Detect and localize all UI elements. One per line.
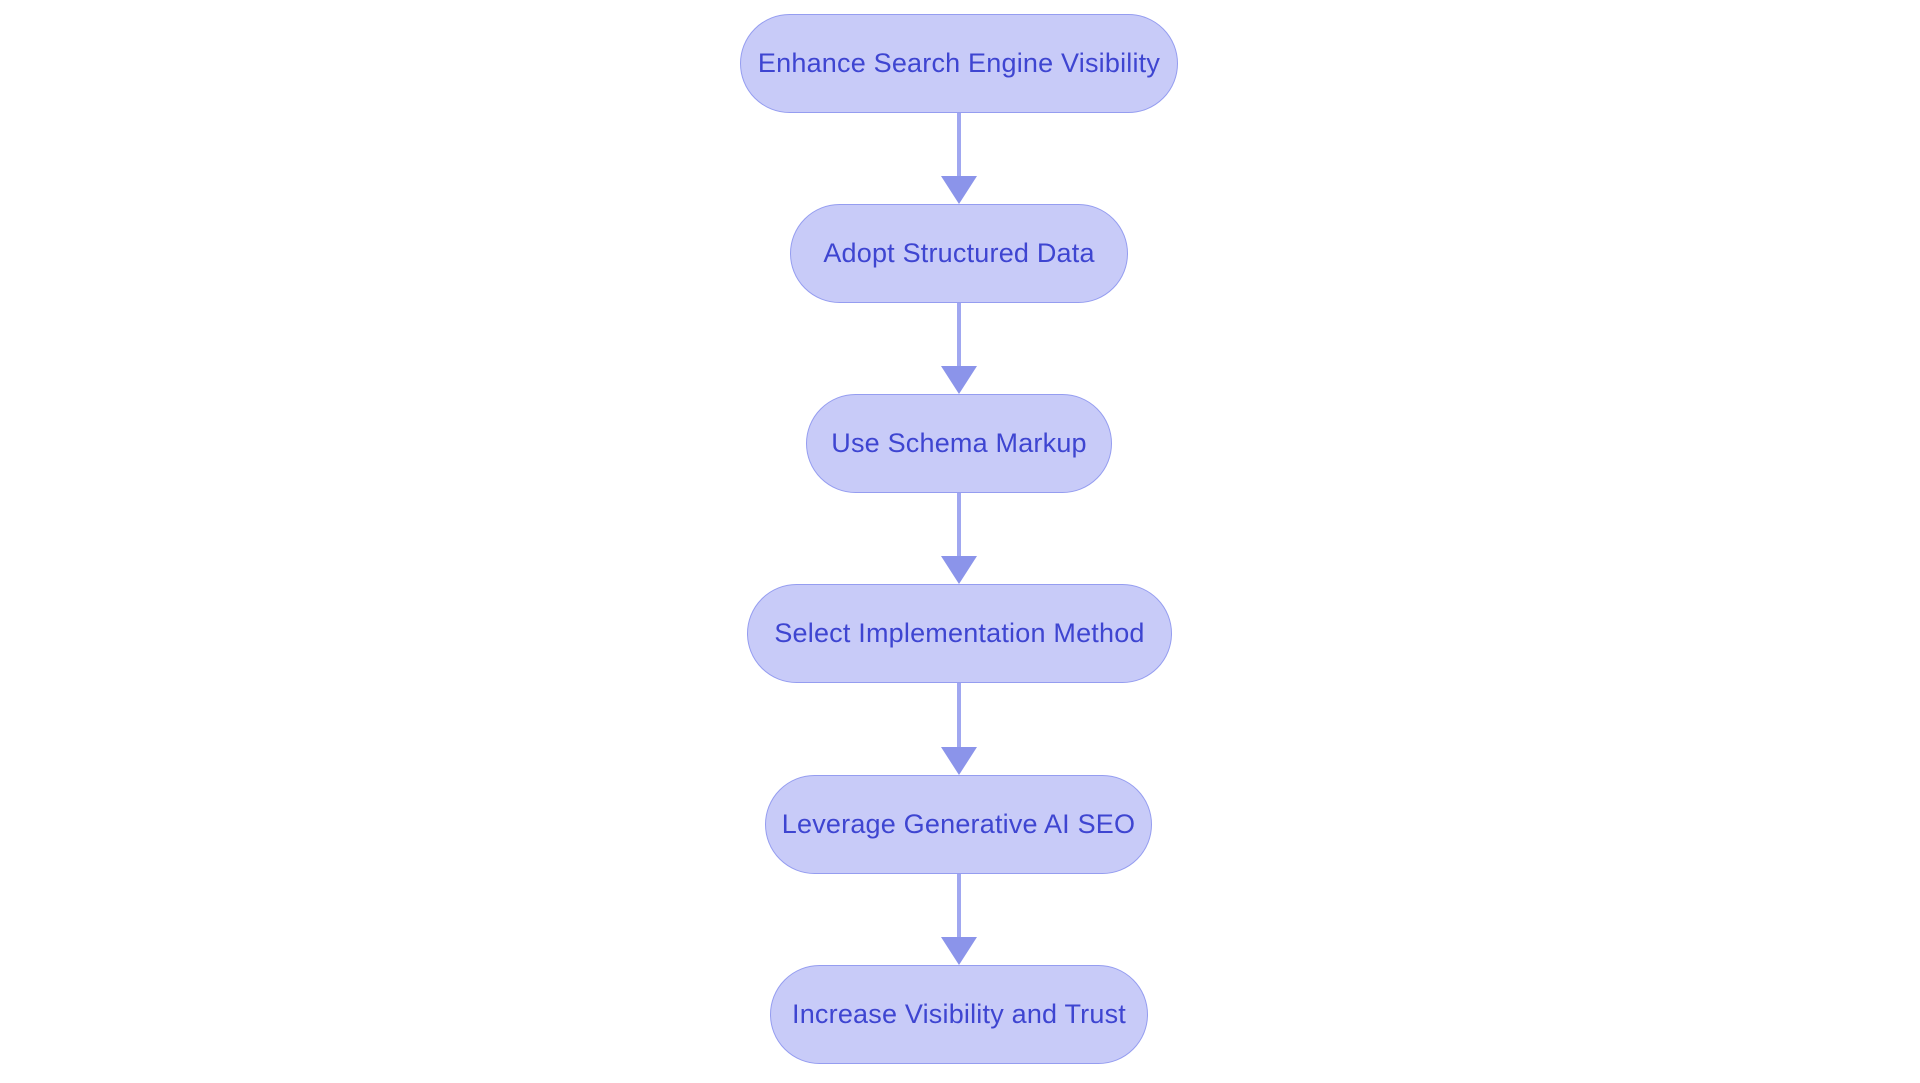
flow-arrow-5 — [941, 874, 977, 965]
flow-node-label: Adopt Structured Data — [823, 238, 1095, 268]
arrow-down-icon — [941, 366, 977, 394]
flow-node-label: Leverage Generative AI SEO — [781, 809, 1136, 839]
flow-arrow-2 — [941, 303, 977, 394]
flow-arrow-1 — [941, 113, 977, 204]
arrow-down-icon — [941, 747, 977, 775]
flow-node-label: Select Implementation Method — [774, 618, 1145, 648]
flow-node-enhance-search-engine-visibility: Enhance Search Engine Visibility — [740, 14, 1178, 113]
flow-node-adopt-structured-data: Adopt Structured Data — [790, 204, 1128, 303]
arrow-down-icon — [941, 176, 977, 204]
flow-node-increase-visibility-and-trust: Increase Visibility and Trust — [770, 965, 1148, 1064]
arrow-shaft — [957, 874, 961, 937]
flow-node-leverage-generative-ai-seo: Leverage Generative AI SEO — [765, 775, 1152, 874]
flow-node-use-schema-markup: Use Schema Markup — [806, 394, 1112, 493]
flow-arrow-4 — [941, 683, 977, 775]
arrow-shaft — [957, 683, 961, 747]
arrow-down-icon — [941, 937, 977, 965]
flow-node-select-implementation-method: Select Implementation Method — [747, 584, 1172, 683]
arrow-shaft — [957, 113, 961, 176]
flow-node-label: Use Schema Markup — [831, 428, 1087, 458]
flow-node-label: Enhance Search Engine Visibility — [757, 48, 1161, 78]
flow-arrow-3 — [941, 493, 977, 584]
arrow-down-icon — [941, 556, 977, 584]
arrow-shaft — [957, 303, 961, 366]
flow-node-label: Increase Visibility and Trust — [792, 999, 1126, 1029]
arrow-shaft — [957, 493, 961, 556]
